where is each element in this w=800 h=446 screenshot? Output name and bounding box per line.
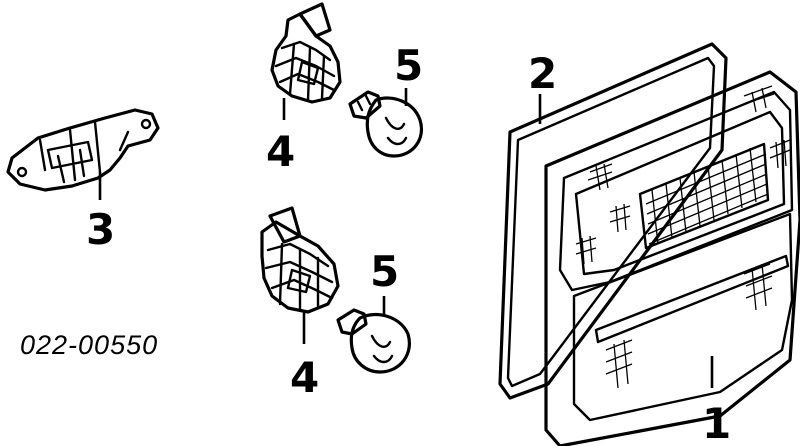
bulb-upper-part: 5 (348, 41, 423, 158)
callout-3: 3 (86, 205, 115, 254)
socket-lower-part: 4 (260, 206, 340, 402)
callout-2: 2 (528, 49, 557, 98)
bulb-lower-part: 5 (336, 247, 411, 374)
reflector-grid (645, 147, 769, 245)
callout-5-lower: 5 (370, 247, 399, 296)
callout-5-upper: 5 (394, 41, 423, 90)
lamp-assembly-part: 1 (544, 70, 800, 446)
diagram-part-number: 022-00550 (20, 330, 158, 360)
callout-4-upper: 4 (266, 127, 295, 176)
socket-upper-part: 4 (266, 2, 342, 176)
bracket-part: 3 (6, 108, 160, 254)
callout-1: 1 (702, 399, 731, 446)
gasket-part: 2 (498, 42, 728, 400)
callout-4-lower: 4 (290, 353, 319, 402)
